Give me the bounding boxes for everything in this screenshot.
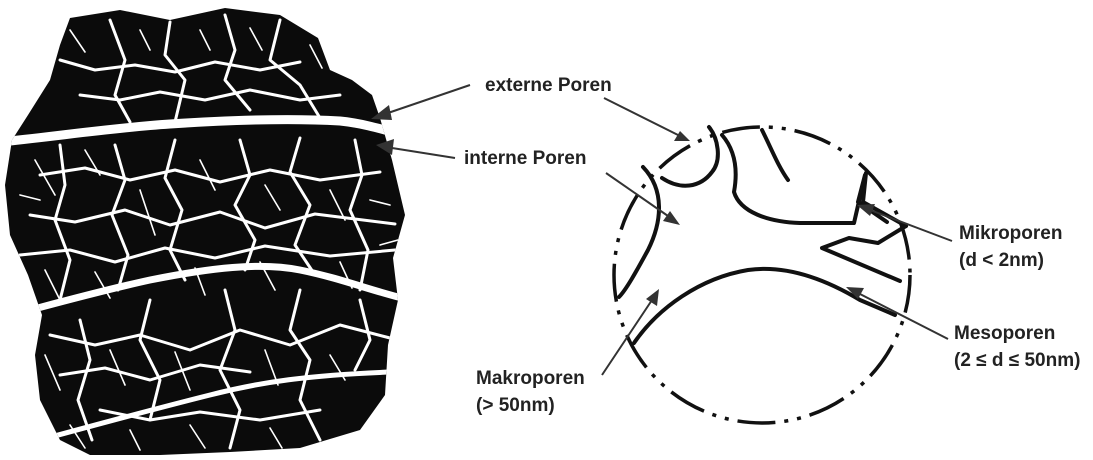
label-mesopores: Mesoporen bbox=[954, 323, 1055, 344]
pore-wall-top-loop bbox=[662, 127, 718, 186]
pore-wall-upper-right bbox=[722, 135, 887, 223]
label-mesopores-size: (2 ≤ d ≤ 50nm) bbox=[954, 350, 1080, 371]
arrow-mesopores bbox=[846, 287, 948, 339]
pore-wall-bottom bbox=[634, 269, 895, 343]
arrow-external-to-circle bbox=[604, 98, 690, 141]
porous-particle bbox=[0, 8, 410, 455]
label-micropores-size: (d < 2nm) bbox=[959, 250, 1044, 271]
magnified-pore-circle bbox=[602, 98, 952, 423]
particle-body bbox=[5, 8, 405, 455]
pore-wall-mesopore bbox=[822, 226, 906, 281]
label-internal-pores: interne Poren bbox=[464, 148, 586, 169]
label-micropores: Mikroporen bbox=[959, 223, 1062, 244]
pore-wall-top-right bbox=[762, 130, 788, 180]
label-macropores-size: (> 50nm) bbox=[476, 395, 555, 416]
label-external-pores: externe Poren bbox=[485, 75, 612, 96]
label-macropores: Makroporen bbox=[476, 368, 585, 389]
arrow-macropores bbox=[602, 289, 659, 375]
arrow-external-pores bbox=[371, 85, 470, 120]
